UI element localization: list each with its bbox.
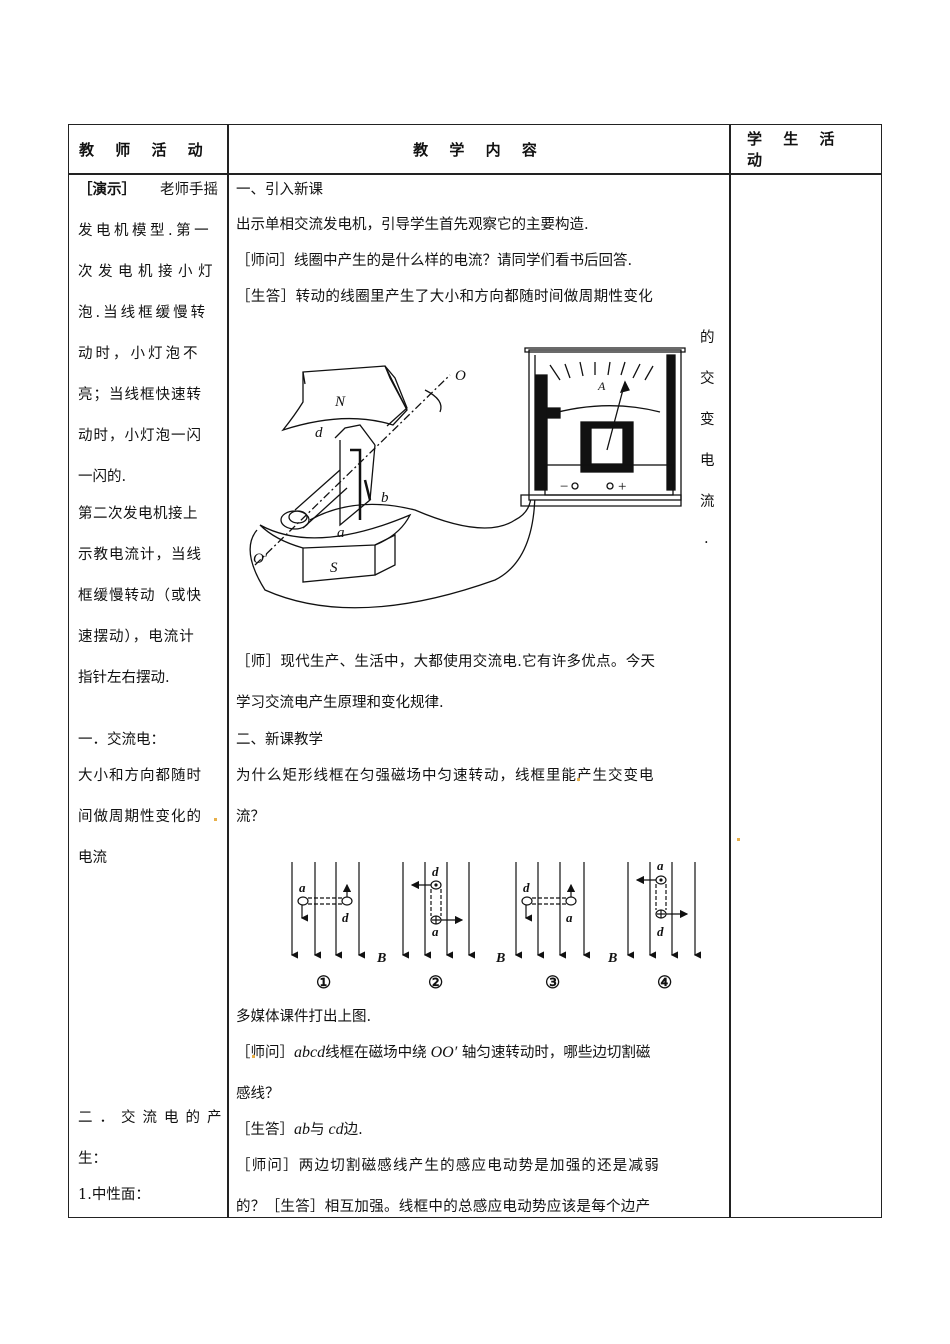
cursor-mark <box>214 818 217 821</box>
coil-rotation-diagram: a d d a d a a d B B B ① ② ③ ④ <box>290 858 701 992</box>
field-label-B: B <box>376 951 386 966</box>
lesson-plan-table: 教 师 活 动 教 学 内 容 学 生 活 动 <box>68 124 882 1218</box>
var-abcd: abcd <box>294 1044 326 1061</box>
panel3-label-a: a <box>566 910 573 925</box>
panel1-label-d: d <box>342 910 349 925</box>
neutral-plane-label: 1.中性面： <box>78 1187 150 1203</box>
question-text: 轴匀速转动时，哪些边切割磁 <box>457 1045 651 1061</box>
teacher-line: 电流 <box>78 850 107 866</box>
header-teaching-content: 教 学 内 容 <box>413 140 545 159</box>
panel-number-3: ③ <box>545 973 560 992</box>
teacher-line: 泡.当线框缓慢转 <box>78 305 209 321</box>
cursor-mark <box>577 778 580 781</box>
vertical-char: 流 <box>700 494 715 510</box>
label-O: O <box>455 368 466 384</box>
cursor-mark <box>737 838 740 841</box>
content-question: 为什么矩形线框在匀强磁场中匀速转动，线框里能产生交变电 <box>236 768 655 784</box>
label-N: N <box>334 394 346 410</box>
teacher-line: 发电机模型.第一 <box>78 223 213 239</box>
teacher-question: ［师问］线圈中产生的是什么样的电流？请同学们看书后回答. <box>236 253 633 269</box>
answer-text: 与 <box>310 1122 325 1138</box>
section-heading-ac: 一．交流电： <box>78 732 165 748</box>
var-cd: cd <box>328 1121 344 1138</box>
label-A: A <box>597 379 606 393</box>
teacher-line: 速摆动），电流计 <box>78 629 195 645</box>
teacher-line: 动时，小灯泡一闪 <box>78 428 202 444</box>
teacher-text: 老师手摇 <box>160 182 218 198</box>
teacher-line: 亮；当线框快速转 <box>78 387 202 403</box>
label-d: d <box>315 425 323 441</box>
panel2-label-d: d <box>432 864 439 879</box>
section-title-intro: 一、引入新课 <box>236 182 323 198</box>
question-text: 线框在磁场中绕 <box>325 1045 427 1061</box>
cursor-mark <box>252 1055 255 1058</box>
question-tag: ［师问］ <box>236 1045 294 1061</box>
label-S: S <box>330 560 338 576</box>
content-paragraph: 多媒体课件打出上图. <box>236 1009 372 1025</box>
header-divider <box>69 173 881 175</box>
teacher-question: ［师问］两边切割磁感线产生的感应电动势是加强的还是减弱 <box>236 1158 660 1174</box>
label-minus: − <box>560 479 568 495</box>
section-title-new-lesson: 二、新课教学 <box>236 732 323 748</box>
panel4-label-a: a <box>657 858 664 873</box>
panel3-label-d: d <box>523 880 530 895</box>
panel1-label-a: a <box>299 880 306 895</box>
header-student-activity: 学 生 活 动 <box>747 130 843 169</box>
teacher-line: ［演示］ 老师手摇 <box>78 178 218 199</box>
teacher-line: 示教电流计，当线 <box>78 547 202 563</box>
ac-generator-figure: N S O O′ a b d A − + <box>249 347 686 609</box>
teacher-line: 一闪的. <box>78 469 127 485</box>
vertical-char: 的 <box>700 330 715 346</box>
label-b: b <box>381 490 389 506</box>
student-answer: 的？［生答］相互加强。线框中的总感应电动势应该是每个边产 <box>236 1199 651 1215</box>
vertical-char: . <box>704 531 709 547</box>
answer-tag: ［生答］ <box>236 1122 294 1138</box>
content-paragraph: 感线？ <box>236 1086 280 1102</box>
panel4-label-d: d <box>657 924 664 939</box>
teacher-line: 第二次发电机接上 <box>78 506 198 522</box>
panel-number-2: ② <box>428 973 443 992</box>
teacher-line: 生： <box>78 1151 107 1167</box>
column-divider <box>227 125 229 1217</box>
content-paragraph: 出示单相交流发电机，引导学生首先观察它的主要构造. <box>236 217 589 233</box>
teacher-line: 大小和方向都随时 <box>78 768 202 784</box>
teacher-remark: ［师］现代生产、生活中，大都使用交流电.它有许多优点。今天 <box>236 654 656 670</box>
section-heading-generation: 二．交流电的产 <box>78 1110 229 1126</box>
teacher-line: 动时，小灯泡不 <box>78 346 201 362</box>
vertical-char: 变 <box>700 412 715 428</box>
var-axis: OO′ <box>430 1044 458 1061</box>
vertical-char: 电 <box>700 453 715 469</box>
panel2-label-a: a <box>432 924 439 939</box>
field-label-B: B <box>495 951 505 966</box>
vertical-char: 交 <box>700 371 715 387</box>
teacher-line: 指针左右摆动. <box>78 670 170 686</box>
content-question: 流？ <box>236 809 265 825</box>
demo-tag: ［演示］ <box>78 182 136 198</box>
content-paragraph: 学习交流电产生原理和变化规律. <box>236 695 444 711</box>
label-O-prime: O′ <box>253 551 268 567</box>
panel-number-4: ④ <box>657 973 672 992</box>
teacher-line: 框缓慢转动（或快 <box>78 588 202 604</box>
label-a: a <box>337 525 345 541</box>
var-ab: ab <box>294 1121 310 1138</box>
answer-text: 边. <box>343 1122 363 1138</box>
column-divider <box>729 125 731 1217</box>
teacher-line: 次发电机接小灯 <box>78 264 218 280</box>
field-label-B: B <box>607 951 617 966</box>
header-teacher-activity: 教 师 活 动 <box>79 140 211 159</box>
label-plus: + <box>618 479 626 495</box>
panel-number-1: ① <box>316 973 331 992</box>
teacher-line: 间做周期性变化的 <box>78 809 202 825</box>
student-answer: ［生答］转动的线圈里产生了大小和方向都随时间做周期性变化 <box>236 289 654 305</box>
